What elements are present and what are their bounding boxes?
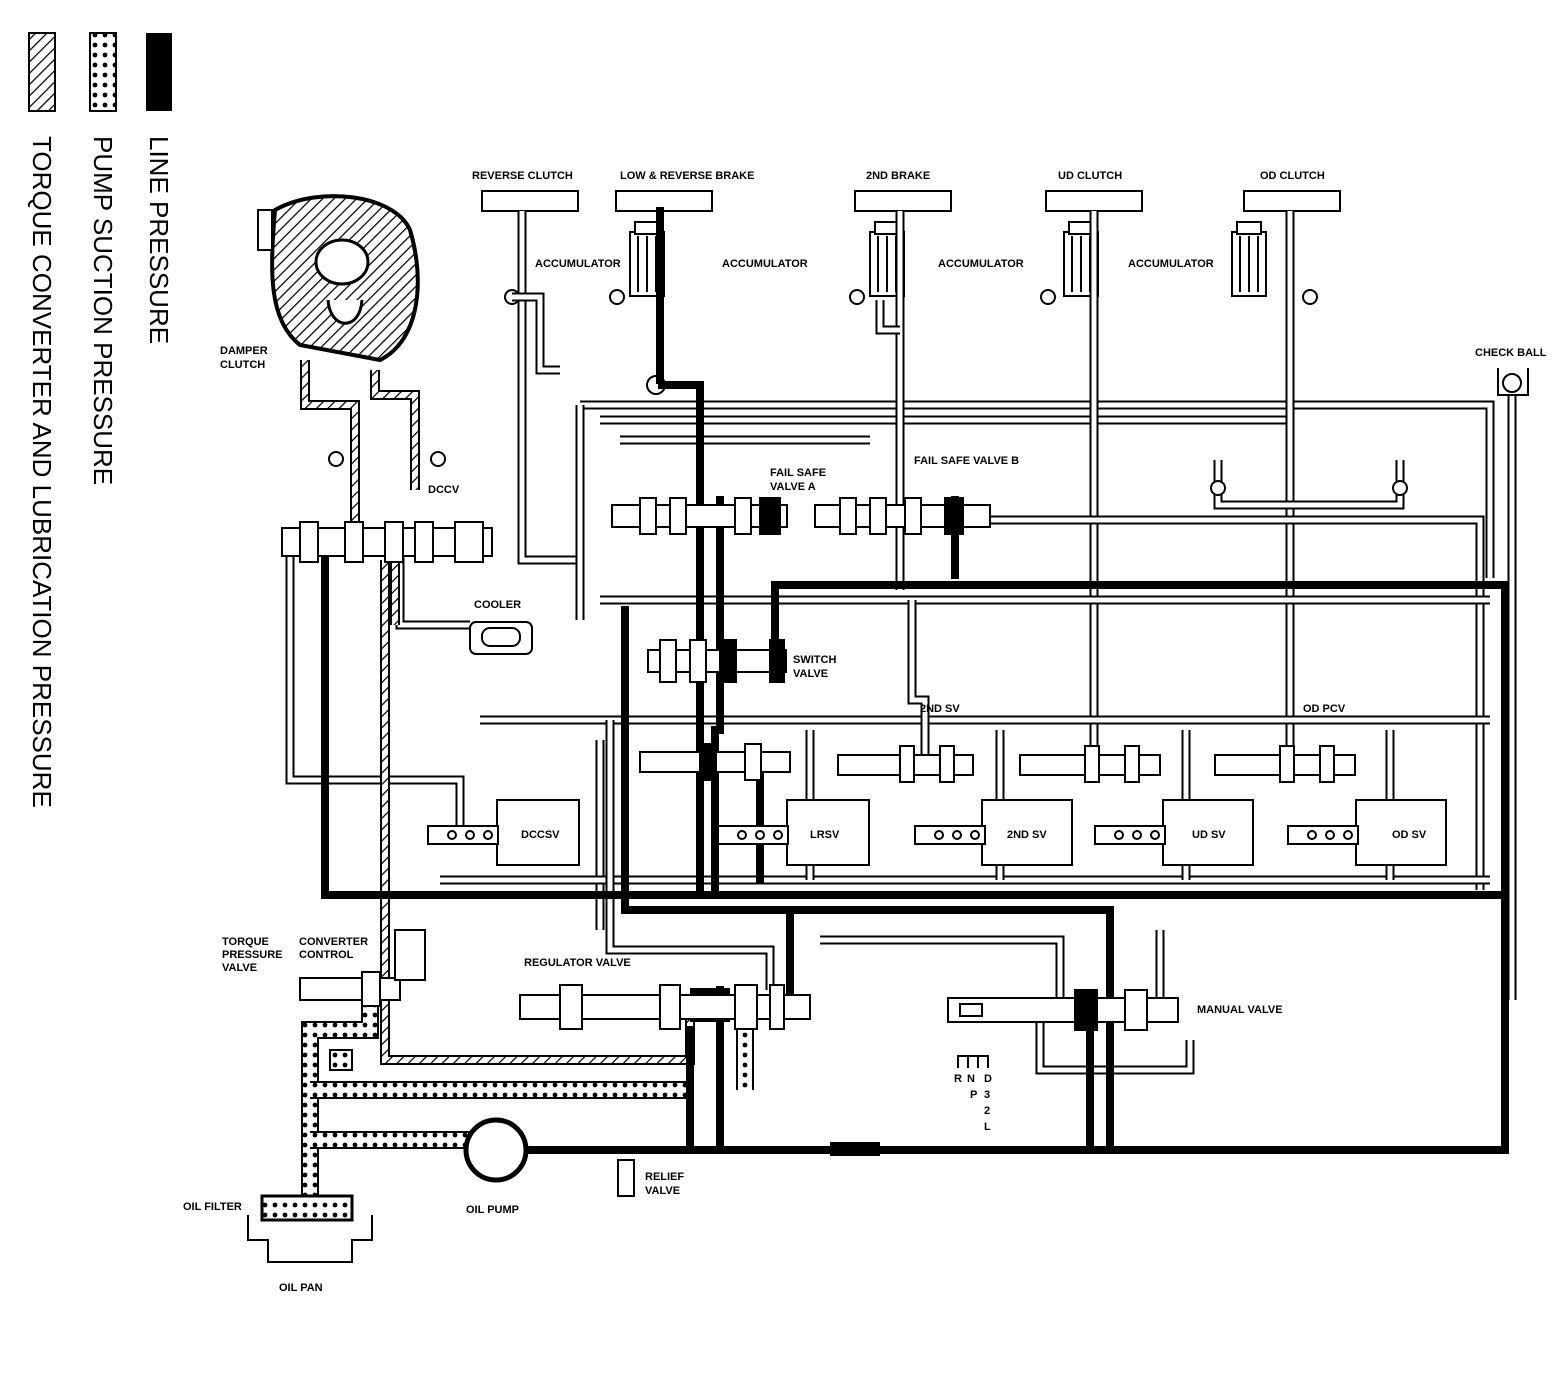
dccv-valve [281,521,493,563]
relief-valve [617,1159,635,1197]
ud-sv-spool [1019,745,1161,783]
oil-pan [247,1215,373,1263]
label-fail-safe-a-2: VALVE A [770,481,816,493]
label-regulator-valve: REGULATOR VALVE [524,957,631,969]
ud-sv-body [1162,799,1254,866]
legend-pump-suction-swatch [89,32,117,112]
labels: REVERSE CLUTCH LOW & REVERSE BRAKE 2ND B… [183,170,1547,1294]
oil-pump [463,1117,529,1183]
label-2nd-sv-top: 2ND SV [920,703,960,715]
label-oil-pan: OIL PAN [279,1282,323,1294]
label-selector-3: 3 [984,1089,990,1101]
label-oil-filter: OIL FILTER [183,1201,242,1213]
label-dccsv: DCCSV [521,829,560,841]
od-clutch-block [1243,190,1341,212]
od-sv-body [1355,799,1447,866]
accumulator-od-clutch [1231,221,1267,297]
line-pressure-circuit [321,207,1509,1156]
label-torque-pressure-1: TORQUE [222,936,269,948]
label-ud-clutch: UD CLUTCH [1058,170,1122,182]
lrsv-spool [639,743,791,781]
label-od-sv: OD SV [1392,829,1427,841]
label-switch-valve-2: VALVE [793,668,828,680]
label-reverse-clutch: REVERSE CLUTCH [472,170,573,182]
label-selector-p: P [970,1089,977,1101]
od-pcv-spool [1214,745,1356,783]
label-selector-r: R [954,1073,962,1085]
check-ball [1497,368,1529,396]
torque-pressure-valve [299,977,401,1001]
second-sv-body [981,799,1073,866]
label-dccv: DCCV [428,484,460,496]
second-sv-spool [837,745,974,783]
dccsv-body [496,799,580,866]
legend-line-pressure-swatch [146,33,172,111]
label-torque-pressure-3: VALVE [222,962,257,974]
label-selector-l: L [984,1121,991,1133]
label-selector-d: D [984,1073,992,1085]
label-relief-valve-2: VALVE [645,1185,680,1197]
label-relief-valve-1: RELIEF [645,1171,684,1183]
label-accumulator-2: ACCUMULATOR [722,258,808,270]
clutch-blocks [481,190,1341,212]
label-selector-2: 2 [984,1105,990,1117]
label-torque-pressure-2: PRESSURE [222,949,283,961]
oil-filter [260,1194,354,1222]
legend-torque-converter-swatch [28,32,56,112]
switch-valve [647,639,787,683]
label-converter-control-2: CONTROL [299,949,354,961]
label-od-pcv: OD PCV [1303,703,1346,715]
label-switch-valve-1: SWITCH [793,654,836,666]
legend-pump-suction-label: PUMP SUCTION PRESSURE [88,136,118,485]
label-accumulator-4: ACCUMULATOR [1128,258,1214,270]
legend-line-pressure-label: LINE PRESSURE [144,136,174,344]
label-converter-control-1: CONVERTER [299,936,368,948]
reverse-clutch-block [481,190,579,212]
label-check-ball: CHECK BALL [1475,347,1547,359]
label-oil-pump: OIL PUMP [466,1204,519,1216]
label-low-reverse-brake: LOW & REVERSE BRAKE [620,170,754,182]
legend: LINE PRESSURE PUMP SUCTION PRESSURE TORQ… [27,32,174,808]
label-fail-safe-b: FAIL SAFE VALVE B [914,455,1019,467]
valve-bodies [281,368,1529,1197]
label-accumulator-3: ACCUMULATOR [938,258,1024,270]
label-accumulator-1: ACCUMULATOR [535,258,621,270]
second-brake-block [854,190,952,212]
label-2nd-brake: 2ND BRAKE [866,170,930,182]
label-cooler: COOLER [474,599,521,611]
fail-safe-valve-b [814,497,991,535]
legend-torque-converter-label: TORQUE CONVERTER AND LUBRICATION PRESSUR… [27,136,57,808]
label-ud-sv: UD SV [1192,829,1226,841]
label-fail-safe-a-1: FAIL SAFE [770,467,826,479]
pump-suction-circuit [247,985,754,1263]
label-lrsv: LRSV [810,829,840,841]
label-od-clutch: OD CLUTCH [1260,170,1325,182]
label-selector-n: N [967,1073,975,1085]
label-damper-clutch-1: DAMPER [220,345,268,357]
fail-safe-valve-a [611,497,788,535]
ud-clutch-block [1045,190,1143,212]
label-2nd-sv: 2ND SV [1007,829,1047,841]
label-manual-valve: MANUAL VALVE [1197,1004,1283,1016]
label-damper-clutch-2: CLUTCH [220,359,265,371]
torque-converter [257,194,695,1065]
